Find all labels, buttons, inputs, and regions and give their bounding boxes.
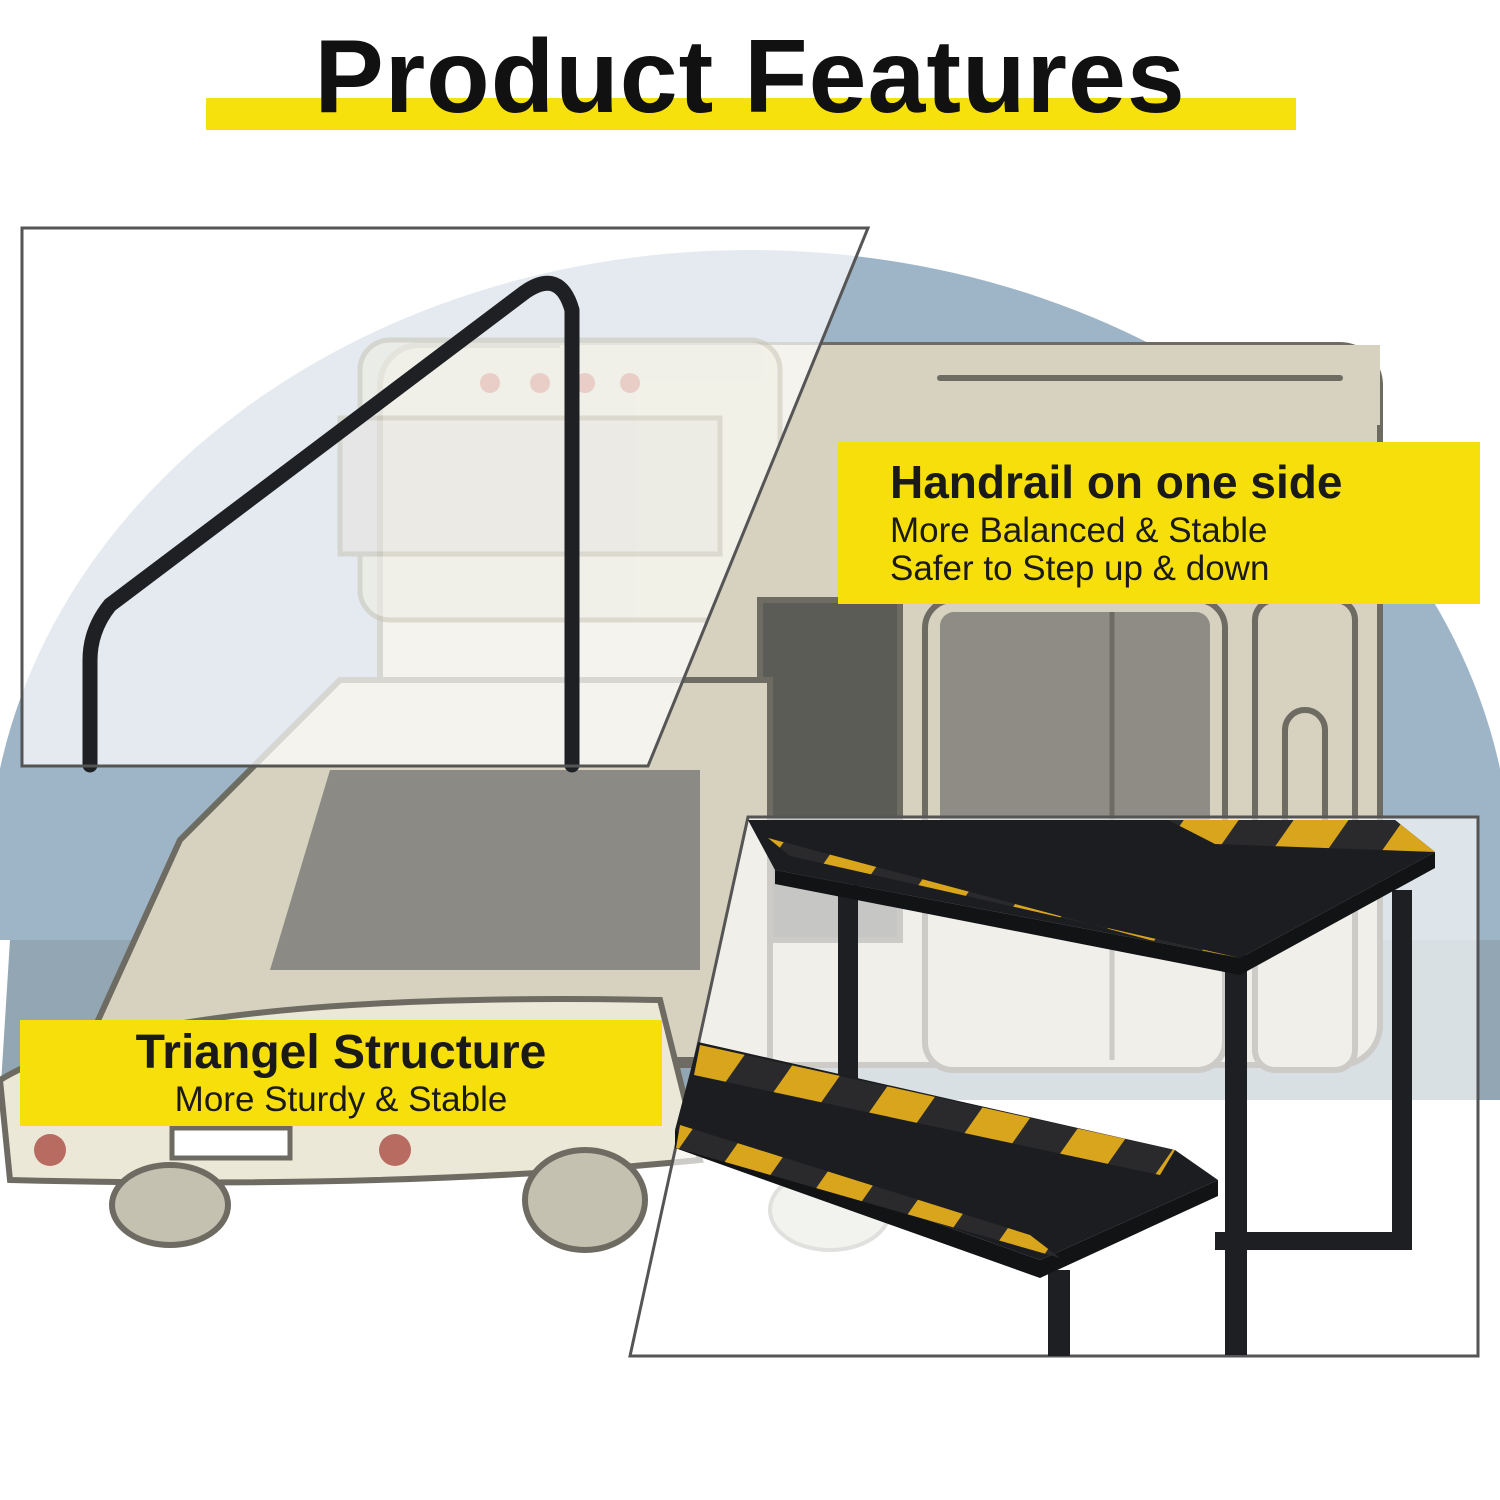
handrail-bar (82, 275, 580, 773)
page-title: Product Features (314, 19, 1186, 135)
triangle-structure-title: Triangel Structure (135, 1026, 547, 1079)
handrail-feature-line-1: More Balanced & Stable (890, 511, 1268, 550)
handrail-feature-line-2: Safer to Step up & down (890, 549, 1270, 588)
header: Product Features (0, 0, 1500, 150)
triangle-structure-line-1: More Sturdy & Stable (174, 1080, 508, 1119)
title-highlight-bar (206, 98, 1296, 130)
step-stool (675, 820, 1435, 1356)
handrail-feature-title: Handrail on one side (890, 456, 1343, 508)
handrail-feature-callout: Handrail on one side More Balanced & Sta… (838, 442, 1480, 604)
step-stool-detail-panel (628, 815, 1480, 1358)
handrail-detail-panel (20, 226, 871, 773)
triangle-structure-callout: Triangel Structure More Sturdy & Stable (20, 1020, 662, 1126)
